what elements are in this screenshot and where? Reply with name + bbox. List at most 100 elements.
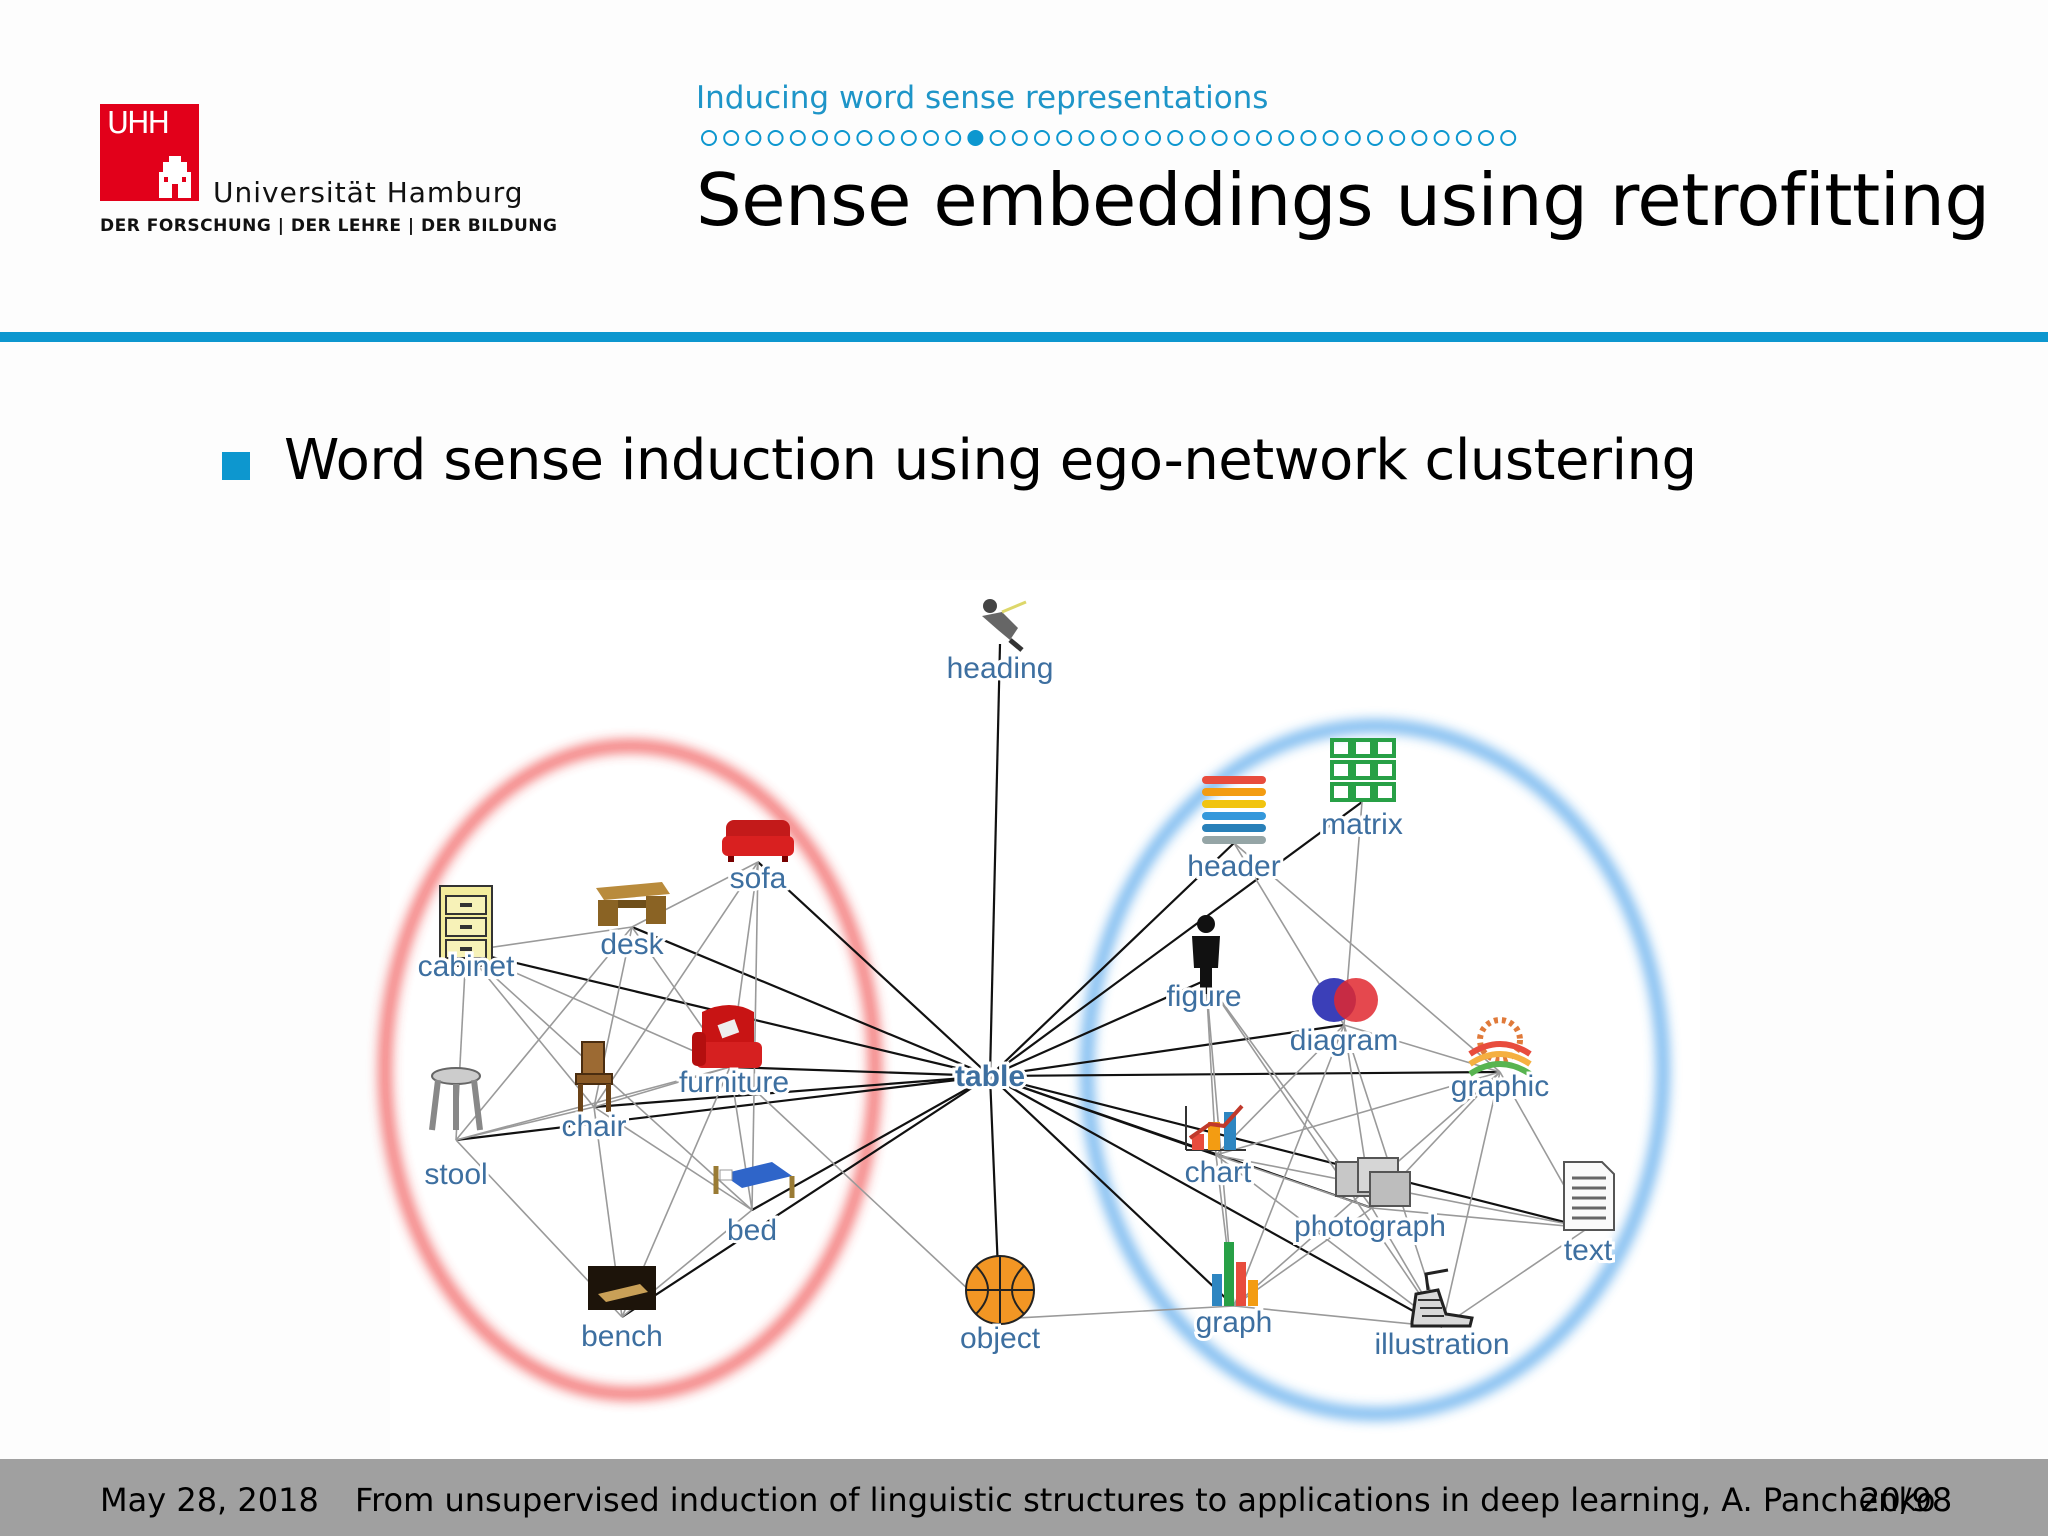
edge-desk-stool	[455, 926, 633, 1141]
node-label-text: text	[1564, 1234, 1613, 1267]
progress-dot	[856, 130, 873, 146]
node-label-table: table	[955, 1060, 1025, 1093]
node-label-heading: heading	[947, 652, 1054, 685]
progress-dot	[989, 130, 1006, 146]
progress-dot	[767, 130, 784, 146]
footer-talk-title: From unsupervised induction of linguisti…	[355, 1481, 1936, 1519]
edge-table-figure	[989, 978, 1207, 1078]
sofa-icon	[722, 820, 794, 862]
node-label-graphic: graphic	[1451, 1070, 1549, 1103]
node-label-illustration: illustration	[1374, 1328, 1509, 1361]
edge-table-graphic	[989, 1070, 1501, 1078]
edge-table-furniture	[729, 1065, 991, 1078]
stacked-rows-icon	[1202, 776, 1266, 844]
tower-icon	[159, 156, 191, 198]
progress-dot	[1167, 130, 1184, 146]
progress-dot	[1233, 130, 1250, 146]
progress-dot	[1433, 130, 1450, 146]
node-label-sofa: sofa	[730, 862, 787, 895]
edge-table-bench	[621, 1075, 991, 1318]
node-label-matrix: matrix	[1321, 808, 1403, 841]
edge-table-stool	[455, 1074, 991, 1142]
desk-icon	[596, 882, 670, 926]
edge-chair-bed	[593, 1106, 753, 1211]
person-icon	[1192, 915, 1220, 994]
node-label-diagram: diagram	[1290, 1024, 1398, 1057]
edge-table-graph	[989, 1075, 1235, 1307]
edge-diagram-chart	[1215, 1024, 1345, 1156]
logo-red-box: UHH	[100, 104, 199, 201]
progress-dot	[1122, 130, 1139, 146]
progress-dot	[1500, 130, 1517, 146]
progress-dot	[1034, 130, 1050, 146]
progress-dot	[1344, 130, 1361, 146]
chart-icon	[1185, 1104, 1246, 1151]
runner-icon	[982, 599, 1027, 652]
edge-header-graphic	[1233, 842, 1501, 1073]
progress-dot	[923, 130, 939, 146]
progress-dot	[900, 130, 917, 146]
progress-dot	[1278, 130, 1295, 146]
progress-dot	[1322, 130, 1339, 146]
progress-dot	[1056, 130, 1073, 146]
progress-dot	[1389, 130, 1406, 146]
edge-stool-furniture	[455, 1066, 731, 1141]
bed-icon	[713, 1162, 795, 1198]
ball-icon	[965, 1255, 1035, 1325]
slide-title: Sense embeddings using retrofitting	[696, 158, 1990, 242]
edge-graphic-chart	[1215, 1071, 1501, 1156]
progress-dot	[834, 130, 851, 146]
edge-figure-illustration	[1205, 979, 1443, 1328]
edge-chart-illustration	[1215, 1154, 1443, 1328]
progress-dot	[1455, 130, 1472, 146]
stool-icon	[429, 1067, 483, 1131]
progress-dot	[1300, 130, 1317, 146]
progress-dot	[878, 130, 895, 146]
document-icon	[1563, 1161, 1615, 1231]
node-label-header: header	[1187, 850, 1280, 883]
node-label-object: object	[960, 1322, 1041, 1355]
edge-table-sofa	[757, 861, 991, 1077]
progress-dot	[701, 130, 717, 146]
chair-icon	[575, 1041, 613, 1112]
edge-table-heading	[988, 643, 1002, 1077]
edge-desk-cabinet	[465, 926, 633, 952]
photos-icon	[1335, 1157, 1411, 1207]
node-labels: headingsofadeskcabinetfurniturechairstoo…	[415, 649, 1616, 1364]
edge-text-illustration	[1441, 1227, 1589, 1328]
grid-icon	[1330, 738, 1396, 802]
progress-dot	[723, 130, 740, 146]
edge-sofa-chair	[593, 861, 759, 1108]
node-label-bed: bed	[727, 1214, 777, 1247]
edge-furniture-object	[729, 1066, 1001, 1320]
progress-dot	[1078, 130, 1095, 146]
footer-date: May 28, 2018	[100, 1481, 319, 1519]
university-logo: UHH Universität Hamburg DER FORSCHUNG | …	[100, 104, 557, 254]
edge-cabinet-chair	[465, 950, 595, 1108]
progress-dot	[1256, 130, 1272, 146]
edge-table-illustration	[989, 1075, 1443, 1328]
node-label-chart: chart	[1185, 1156, 1252, 1189]
edge-table-diagram	[989, 1023, 1345, 1078]
progress-dot	[1189, 130, 1206, 146]
progress-dot-current	[967, 130, 984, 146]
edge-sofa-bed	[751, 861, 759, 1211]
edge-object-graph	[999, 1305, 1235, 1320]
cluster-ellipses	[379, 720, 1669, 1420]
shoe-icon	[1410, 1268, 1474, 1328]
edge-graphic-illustration	[1441, 1071, 1501, 1328]
edge-photograph-text	[1371, 1207, 1589, 1229]
edge-chart-photograph	[1215, 1154, 1373, 1209]
edge-graph-illustration	[1233, 1305, 1443, 1328]
edge-table-chair	[593, 1074, 991, 1109]
progress-dots	[701, 130, 1517, 146]
node-label-chair: chair	[561, 1110, 626, 1143]
node-label-bench: bench	[581, 1320, 663, 1353]
bullet-marker	[222, 452, 250, 480]
progress-dot	[789, 130, 806, 146]
progress-dot	[1411, 130, 1428, 146]
ego-network-figure: headingsofadeskcabinetfurniturechairstoo…	[379, 580, 1700, 1460]
edge-table-text	[989, 1074, 1589, 1230]
node-label-cabinet: cabinet	[418, 950, 515, 983]
